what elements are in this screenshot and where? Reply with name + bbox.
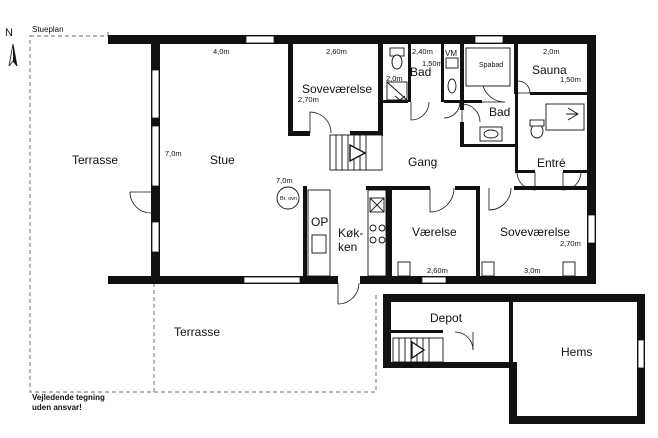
oven-icon: [276, 186, 300, 210]
room-koekken-2: ken: [338, 240, 357, 254]
terrace-outline-front: [154, 294, 377, 393]
staircase-main: [329, 134, 383, 171]
window: [243, 276, 301, 284]
dim-sove1-width: 2,60m: [326, 47, 347, 56]
room-spabad: Spabad: [479, 62, 503, 69]
entrance-arrow-icon: [566, 107, 579, 121]
dim-sove2-width: 3,0m: [524, 266, 541, 275]
stair-arrow-icon: [394, 95, 406, 101]
room-koekken-1: Køk-: [338, 226, 363, 240]
disclaimer-line-1: Vejledende tegning: [32, 393, 105, 402]
room-entre: Entré: [537, 156, 566, 170]
hob-icon: [369, 236, 377, 244]
vm-sink-icon: [445, 57, 459, 69]
dim-sove1-depth: 2,70m: [298, 95, 319, 104]
door-sove2: [488, 187, 512, 211]
room-sauna: Sauna: [532, 63, 567, 77]
north-label: N: [5, 27, 13, 39]
room-depot: Depot: [430, 311, 463, 325]
door-vaerelse: [429, 187, 455, 213]
dim-stue-depth: 7,0m: [165, 149, 182, 158]
dim-stue-width: 4,0m: [213, 47, 230, 56]
room-vaerelse: Værelse: [412, 225, 457, 239]
window: [587, 214, 596, 244]
terrace-outline-left: [29, 35, 155, 393]
door-depot: [454, 331, 474, 351]
hob-icon: [369, 224, 377, 232]
door-entre: [516, 171, 536, 191]
room-sovevaerelse-1: Soveværelse: [302, 82, 372, 96]
bad2-tank-icon: [529, 119, 545, 127]
sink-basin-icon: [483, 129, 499, 139]
disclaimer-line-2: uden ansvar!: [32, 403, 82, 412]
door-vm: [443, 101, 461, 119]
dim-sove2-depth: 2,70m: [560, 239, 581, 248]
dim-sauna-depth: 1,50m: [560, 75, 581, 84]
window: [151, 221, 160, 253]
window: [637, 339, 645, 369]
room-gang: Gang: [408, 155, 437, 169]
plan-title: Stueplan: [32, 25, 64, 34]
room-bad-2: Bad: [489, 105, 510, 119]
staircase-annex: [392, 337, 444, 363]
window: [421, 276, 447, 284]
room-bad-1: Bad: [410, 65, 431, 79]
window: [151, 125, 160, 187]
vm-toilet-icon: [447, 78, 457, 94]
window: [151, 69, 160, 119]
fixture-mark: [397, 261, 411, 277]
door-bad2: [461, 103, 481, 123]
spa-tub-icon: [465, 47, 511, 87]
north-arrow-icon: [8, 43, 18, 67]
door-entre-2: [562, 171, 582, 191]
dim-vm-depth: 1,50m: [422, 59, 443, 68]
dim-stue-inner: 7,0m: [276, 176, 293, 185]
hob-icon: [378, 236, 386, 244]
room-terrasse-left: Terrasse: [72, 153, 118, 167]
sink-kitchen-icon: [311, 234, 327, 254]
label-br-ovn: Br. ovn: [280, 196, 297, 202]
fixture-mark: [562, 261, 576, 277]
dim-sauna-width: 2,0m: [543, 47, 560, 56]
dim-vaerelse-width: 2,60m: [427, 266, 448, 275]
door-kitchen-out: [337, 282, 360, 305]
window: [474, 35, 504, 44]
sauna-bench-icon: [545, 103, 585, 131]
window: [245, 35, 275, 44]
fixture-mark: [481, 261, 495, 277]
room-terrasse-bottom: Terrasse: [174, 325, 220, 339]
room-vm: VM: [445, 49, 457, 58]
counter: [307, 189, 331, 277]
door-bad1: [410, 101, 430, 121]
hob-icon: [378, 224, 386, 232]
toilet-bowl-icon: [391, 54, 403, 70]
room-sovevaerelse-2: Soveværelse: [500, 225, 570, 239]
dim-bad1-depth: 2,0m: [386, 74, 403, 83]
label-op: OP: [311, 215, 328, 229]
interior-walls: [288, 44, 587, 276]
door-sove1: [309, 111, 332, 134]
room-hems: Hems: [561, 345, 592, 359]
door-sauna: [517, 80, 531, 94]
room-stue: Stue: [210, 153, 235, 167]
dim-bad1-width: 2,40m: [412, 47, 433, 56]
terrace-door: [129, 191, 152, 214]
